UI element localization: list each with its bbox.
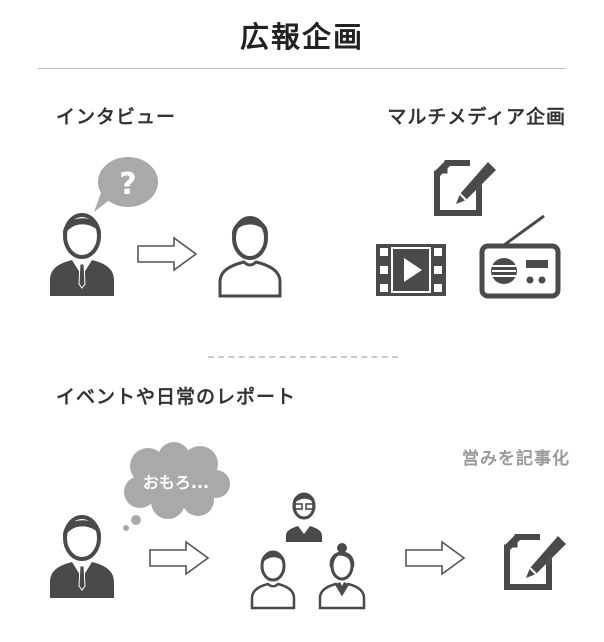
radio-icon <box>479 214 561 299</box>
businessman-icon <box>50 213 114 296</box>
event-report-heading: イベントや日常のレポート <box>56 386 297 408</box>
multimedia-heading: マルチメディア企画 <box>387 106 566 128</box>
page-title: 広報企画 <box>239 20 364 54</box>
title-underline <box>38 68 566 69</box>
question-bubble-icon: ? <box>94 157 158 212</box>
thought-text: おもろ... <box>143 473 209 492</box>
people-group-icon <box>250 492 366 610</box>
edit-document-icon <box>434 160 496 216</box>
arrow-right-icon <box>137 236 198 272</box>
businessman-icon <box>50 515 114 598</box>
person-outline-icon <box>218 216 282 298</box>
section-divider <box>208 356 398 358</box>
article-caption: 営みを記事化 <box>462 449 570 469</box>
arrow-right-icon <box>149 540 210 576</box>
arrow-right-icon <box>405 540 466 576</box>
question-mark: ? <box>119 167 136 202</box>
video-film-icon <box>376 244 446 296</box>
thought-cloud-icon: おもろ... <box>123 442 230 531</box>
interview-heading: インタビュー <box>56 106 177 128</box>
edit-document-icon <box>504 534 566 590</box>
